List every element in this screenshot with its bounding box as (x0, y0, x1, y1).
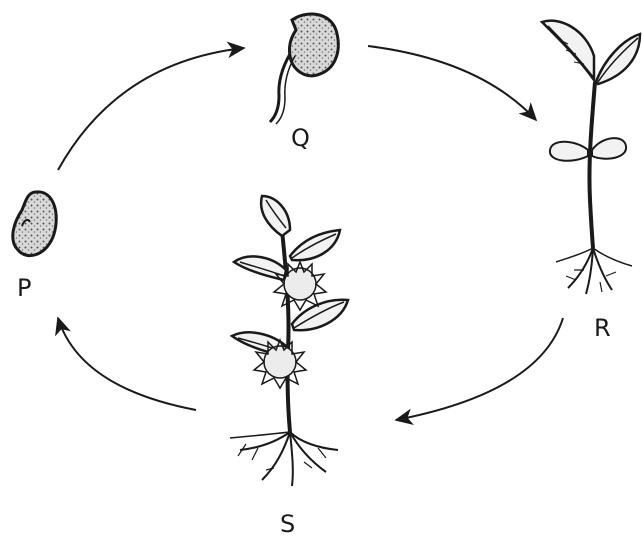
label-r: R (594, 316, 611, 340)
arrow-p-to-q (58, 48, 244, 170)
arrow-r-to-s (396, 318, 563, 420)
seedling-icon (542, 21, 640, 294)
arrow-s-to-p (58, 318, 196, 410)
label-s: S (280, 512, 295, 536)
flowering-plant-icon (230, 196, 348, 486)
bean-seed-icon (13, 192, 56, 256)
arrow-q-to-r (368, 46, 536, 120)
label-p: P (17, 276, 31, 300)
label-q: Q (291, 126, 310, 150)
germinating-seed-icon (270, 14, 338, 124)
